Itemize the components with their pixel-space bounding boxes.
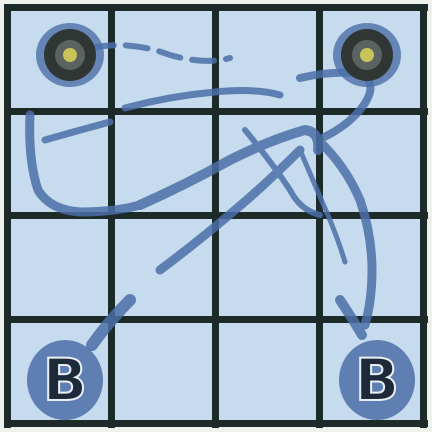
- tile-r3-c1[interactable]: [115, 323, 213, 421]
- grid-line-horizontal: [4, 420, 428, 427]
- marker-letter: B: [43, 346, 87, 414]
- marker-letter: B: [355, 346, 399, 414]
- token-center: [63, 48, 77, 62]
- token-center: [360, 48, 374, 62]
- tile-r2-c0[interactable]: [11, 219, 109, 317]
- token-top-left[interactable]: [36, 23, 104, 87]
- grid-line-vertical: [420, 4, 427, 428]
- tile-r2-c2[interactable]: [219, 219, 317, 317]
- tile-r3-c2[interactable]: [219, 323, 317, 421]
- b-marker-bottom-left[interactable]: B: [27, 340, 103, 420]
- token-top-right[interactable]: [333, 23, 401, 87]
- b-marker-bottom-right[interactable]: B: [339, 340, 415, 420]
